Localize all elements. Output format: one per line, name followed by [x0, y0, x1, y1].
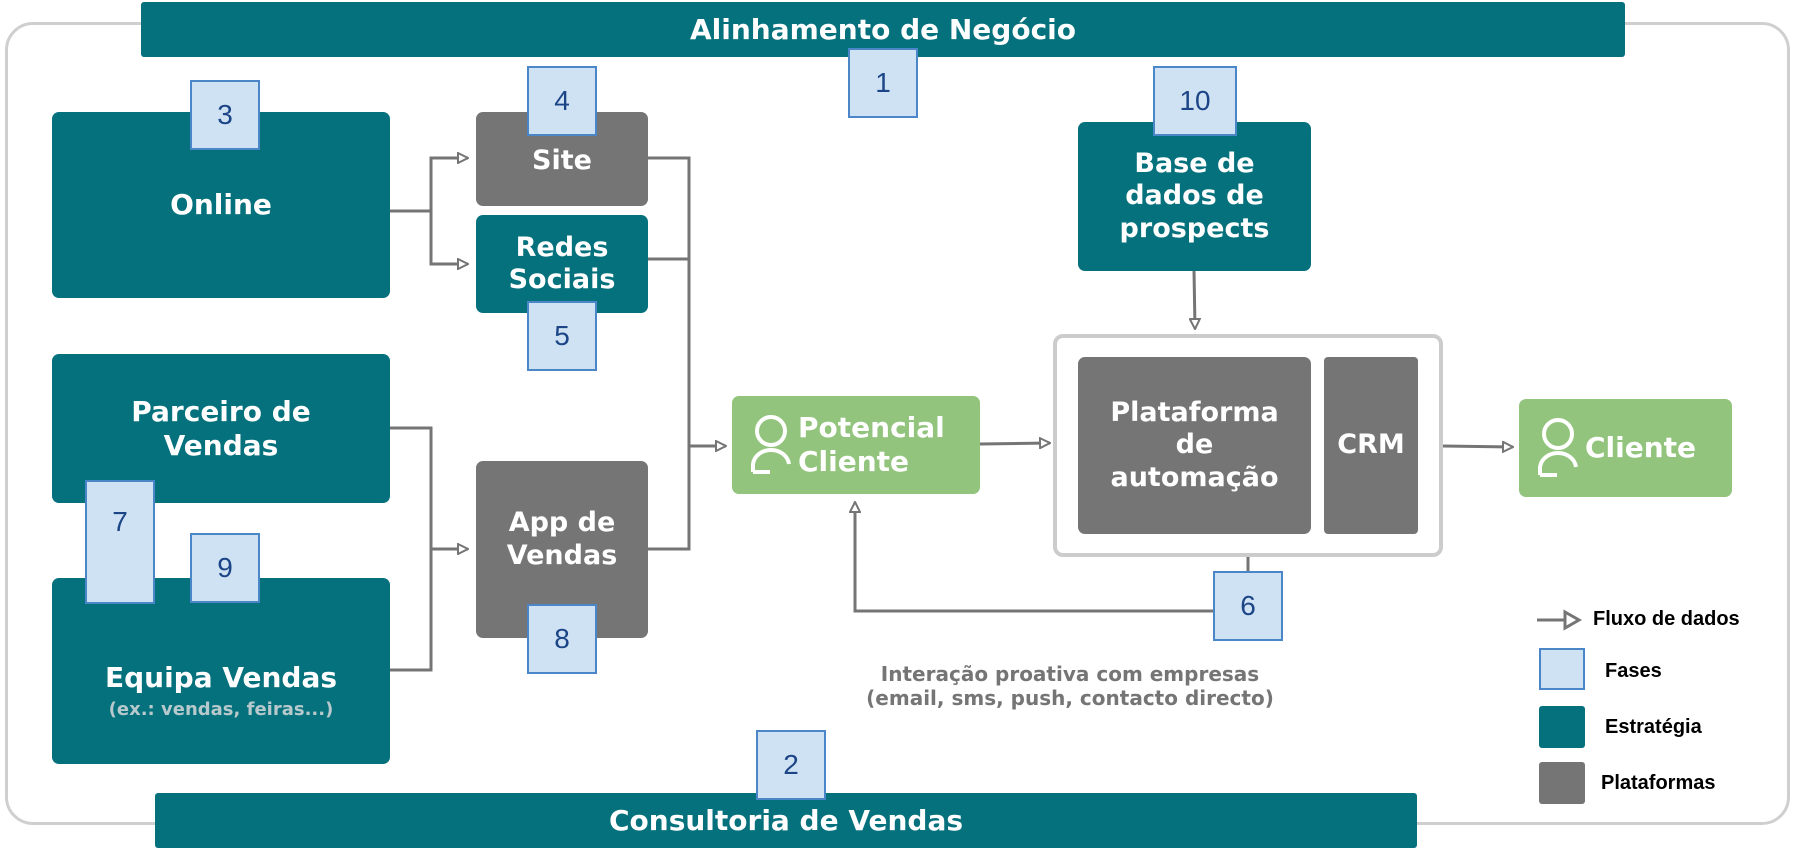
- legend-phases-label: Fases: [1605, 660, 1662, 682]
- crm-label: CRM: [1337, 429, 1405, 461]
- proactive-interaction-note: Interação proativa com empresas (email, …: [840, 662, 1300, 710]
- flow-base-plataforma: [1194, 269, 1195, 329]
- flow-online-site: [390, 158, 468, 213]
- phase-10-number: 10: [1179, 85, 1211, 116]
- phase-1-number: 1: [875, 67, 891, 98]
- phase-9-marker: 9: [190, 533, 260, 603]
- phase-4-marker: 4: [527, 66, 597, 136]
- sales-partner-label-1: Parceiro de: [131, 394, 311, 428]
- phase-7-number: 7: [112, 506, 128, 537]
- potential-client-label-1: Potencial: [798, 411, 945, 445]
- flow-online-redes: [429, 211, 468, 264]
- legend-flow-label: Fluxo de dados: [1593, 608, 1740, 630]
- sales-app-label-2: Vendas: [506, 539, 618, 571]
- social-networks-box: Redes Sociais: [476, 215, 648, 313]
- sales-partner-box: Parceiro de Vendas: [52, 354, 390, 503]
- phase-10-marker: 10: [1153, 66, 1237, 136]
- sales-team-label: Equipa Vendas: [104, 661, 338, 695]
- automation-platform-label-2: de: [1175, 429, 1214, 461]
- phase-3-number: 3: [217, 99, 233, 130]
- note-line-1: Interação proativa com empresas: [880, 662, 1260, 686]
- phase-8-number: 8: [554, 623, 570, 654]
- automation-platform-box: Plataforma de automação: [1078, 357, 1311, 534]
- flow-plataforma-cliente: [1442, 446, 1513, 447]
- flow-site-potencial: [648, 156, 691, 551]
- phase-1-marker: 1: [848, 48, 918, 118]
- sales-partner-label-2: Vendas: [163, 428, 279, 462]
- person-icon: [751, 415, 791, 474]
- phase-2-number: 2: [783, 749, 799, 780]
- legend-phases-swatch: [1539, 648, 1585, 690]
- phase-9-number: 9: [217, 552, 233, 583]
- business-alignment-label: Alinhamento de Negócio: [689, 13, 1076, 46]
- legend-platforms-label: Plataformas: [1601, 772, 1716, 794]
- client-box: Cliente: [1519, 399, 1732, 497]
- prospects-database-label-2: dados de: [1125, 180, 1264, 212]
- legend-strategy-label: Estratégia: [1605, 716, 1702, 738]
- crm-box: CRM: [1324, 357, 1418, 534]
- legend-platforms-swatch: [1539, 762, 1585, 804]
- automation-platform-label-3: automação: [1110, 461, 1279, 493]
- flow-arrow-icon: [1537, 609, 1583, 631]
- phase-3-marker: 3: [190, 80, 260, 150]
- phase-4-number: 4: [554, 85, 570, 116]
- potential-client-box: Potencial Cliente: [732, 396, 980, 494]
- person-icon: [1538, 418, 1578, 477]
- phase-8-marker: 8: [527, 604, 597, 674]
- sales-team-sublabel: (ex.: vendas, feiras...): [108, 699, 334, 720]
- sales-consulting-label: Consultoria de Vendas: [608, 804, 964, 837]
- phase-6-number: 6: [1240, 590, 1256, 621]
- client-label: Cliente: [1585, 431, 1697, 465]
- sales-team-box: Equipa Vendas (ex.: vendas, feiras...): [52, 578, 390, 764]
- site-label: Site: [532, 144, 592, 176]
- flow-parceiro-app: [390, 426, 433, 672]
- sales-app-label-1: App de: [508, 507, 616, 539]
- automation-platform-label-1: Plataforma: [1110, 396, 1279, 428]
- phase-5-number: 5: [554, 320, 570, 351]
- phase-5-marker: 5: [527, 301, 597, 371]
- business-alignment-bar: Alinhamento de Negócio: [141, 2, 1625, 57]
- prospects-database-label-3: prospects: [1119, 212, 1270, 244]
- phase-6-marker: 6: [1213, 571, 1283, 641]
- phase-2-marker: 2: [756, 730, 826, 800]
- prospects-database-label-1: Base de: [1134, 147, 1255, 179]
- legend-strategy-swatch: [1539, 706, 1585, 748]
- potential-client-label-2: Cliente: [798, 445, 910, 478]
- phase-7-marker: 7: [85, 480, 155, 604]
- social-networks-label-1: Redes: [515, 231, 609, 263]
- online-label: Online: [170, 188, 272, 222]
- note-line-2: (email, sms, push, contacto directo): [866, 686, 1274, 710]
- sales-consulting-bar: Consultoria de Vendas: [155, 793, 1417, 848]
- flow-potencial-plataforma: [979, 443, 1050, 444]
- social-networks-label-2: Sociais: [508, 264, 616, 295]
- legend: Fluxo de dados Fases Estratégia Platafor…: [1535, 602, 1785, 812]
- prospects-database-box: Base de dados de prospects: [1078, 122, 1311, 271]
